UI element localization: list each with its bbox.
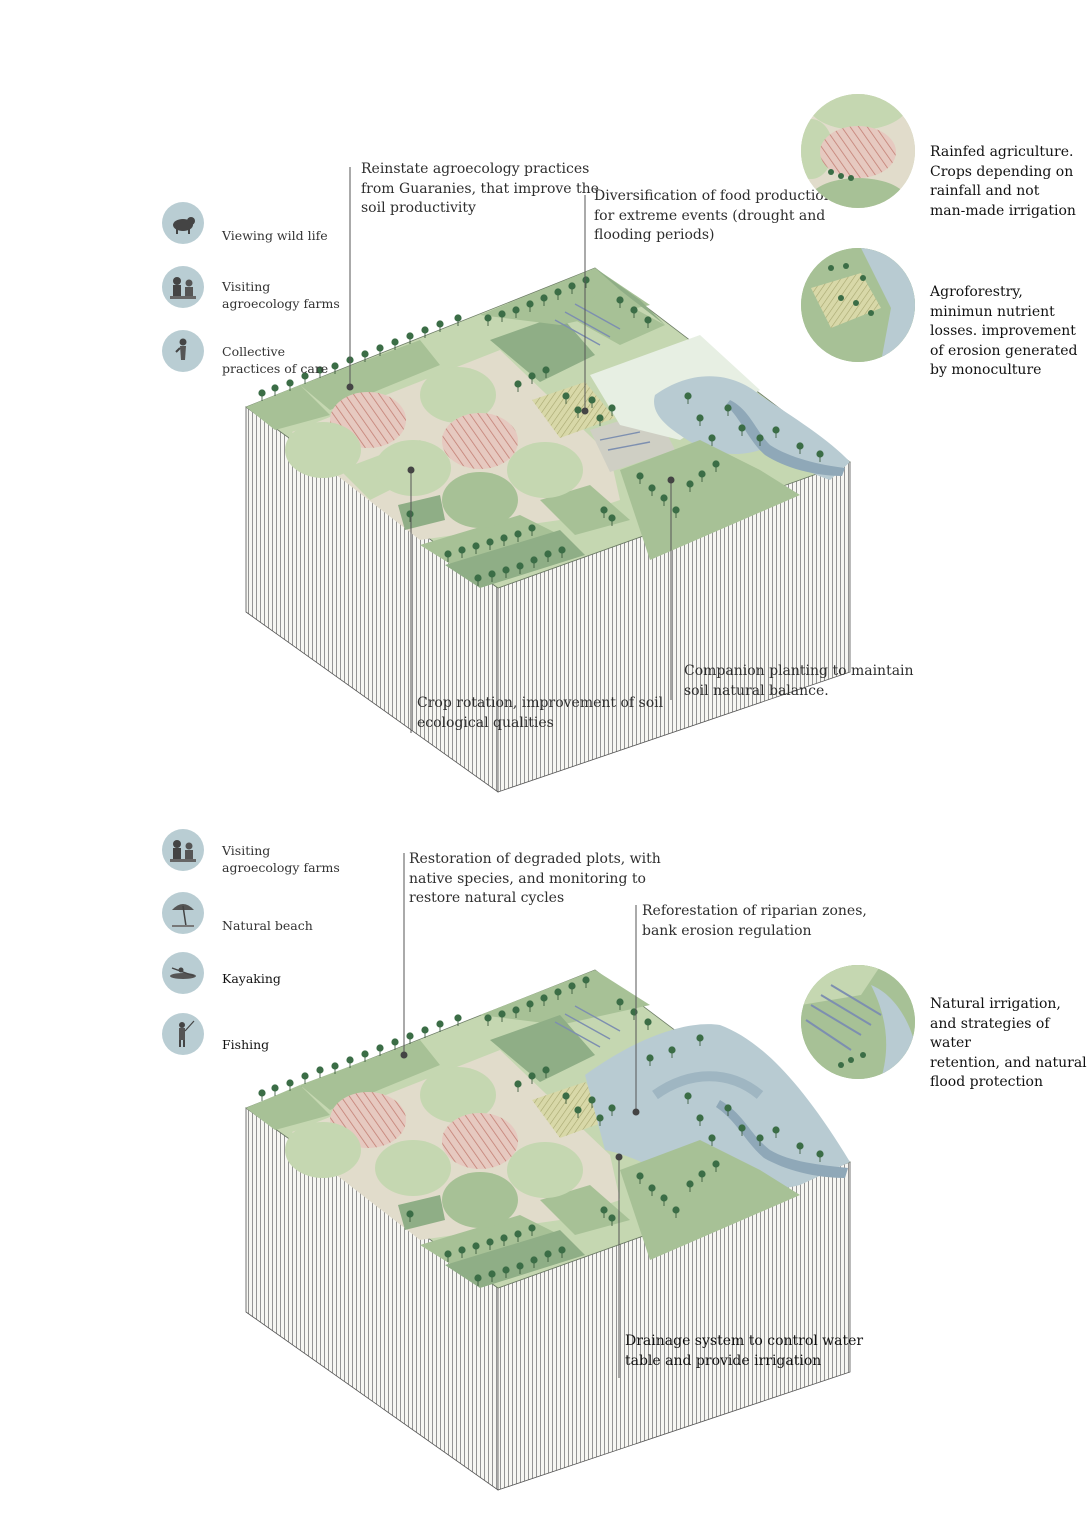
activity-label: Collective practices of care — [222, 344, 329, 376]
leader-lines-bottom — [400, 853, 640, 1378]
annotation-reforestation: Reforestation of riparian zones, bank er… — [642, 903, 867, 939]
activity-label: Visiting agroecology farms — [222, 843, 340, 875]
agroforestry-field-icon — [801, 248, 915, 362]
annotation-companion-planting: Companion planting to maintain soil natu… — [684, 663, 914, 699]
beach-umbrella-icon — [162, 892, 204, 934]
annotation-crop-rotation: Crop rotation, improvement of soil ecolo… — [417, 695, 664, 731]
farm-visit-icon — [162, 829, 204, 871]
annotation-drainage: Drainage system to control water table a… — [625, 1333, 864, 1369]
activity-label: Viewing wild life — [222, 228, 328, 243]
activity-label: Visiting agroecology farms — [222, 279, 340, 311]
side-note-rainfed: Rainfed agriculture. Crops depending on … — [930, 144, 1076, 219]
annotation-agroecology: Reinstate agroecology practices from Gua… — [361, 161, 599, 216]
farm-visit-icon — [162, 266, 204, 308]
terrain-block-top — [245, 267, 851, 793]
activity-label: Natural beach — [222, 918, 313, 933]
activity-label: Kayaking — [222, 971, 281, 986]
side-note-natural-irrigation: Natural irrigation, and strategies of wa… — [930, 996, 1087, 1090]
terrain-block-bottom — [245, 969, 851, 1491]
leader-lines-top — [346, 167, 675, 733]
side-note-agroforestry: Agroforestry, minimun nutrient losses. i… — [930, 284, 1078, 378]
annotation-diversification: Diversification of food production for e… — [594, 188, 833, 243]
natural-irrigation-icon — [801, 965, 915, 1079]
collective-care-icon — [162, 330, 204, 372]
capybara-icon — [162, 202, 204, 244]
annotation-restoration: Restoration of degraded plots, with nati… — [409, 851, 661, 906]
kayak-icon — [162, 952, 204, 994]
activity-label: Fishing — [222, 1037, 270, 1052]
rainfed-field-icon — [801, 94, 915, 208]
fishing-icon — [162, 1013, 204, 1055]
